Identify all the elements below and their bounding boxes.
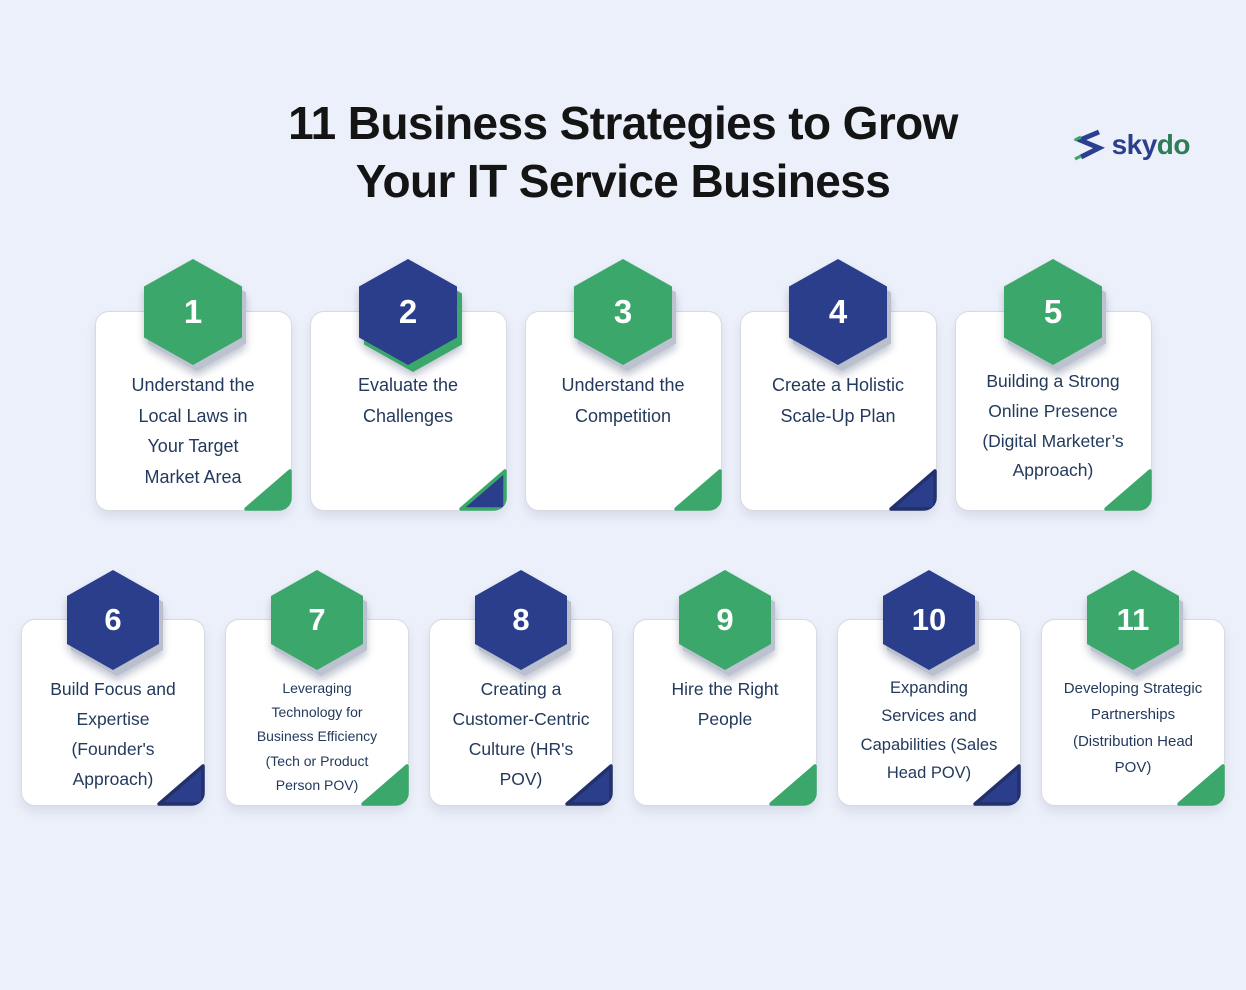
strategy-title: Evaluate the Challenges <box>357 375 459 426</box>
strategy-card-2: 2 Evaluate the Challenges <box>309 259 507 511</box>
strategy-card-9: 9 Hire the Right People <box>633 570 817 806</box>
folded-corner-icon <box>673 469 722 511</box>
strategy-card-1: 1 Understand the Local Laws in Your Targ… <box>94 259 292 511</box>
strategy-card-7: 7 Leveraging Technology for Business Eff… <box>225 570 409 806</box>
logo-wordmark: skydo <box>1111 129 1191 160</box>
number-badge: 1 <box>144 259 246 371</box>
skydo-logo: skydo <box>1073 128 1191 162</box>
strategy-title: Hire the Right People <box>671 679 779 730</box>
number-badge: 9 <box>679 570 775 676</box>
folded-corner-icon <box>769 764 817 806</box>
number-badge: 6 <box>67 570 163 676</box>
number-badge: 5 <box>1004 259 1106 371</box>
number-badge: 4 <box>789 259 891 371</box>
folded-corner-icon <box>888 469 937 511</box>
strategy-title: Create a Holistic Scale-Up Plan <box>771 375 905 426</box>
strategy-card-10: 10 Expanding Services and Capabilities (… <box>837 570 1021 806</box>
strategy-row-2: 6 Build Focus and Expertise (Founder's A… <box>0 569 1246 806</box>
strategy-title: Developing Strategic Partnerships (Distr… <box>1063 680 1203 776</box>
number-badge: 11 <box>1087 570 1183 676</box>
strategy-row-1: 1 Understand the Local Laws in Your Targ… <box>0 258 1246 511</box>
strategy-title: Understand the Competition <box>561 375 685 426</box>
strategy-card-4: 4 Create a Holistic Scale-Up Plan <box>739 259 937 511</box>
strategy-title: Leveraging Technology for Business Effic… <box>256 680 378 793</box>
strategy-card-6: 6 Build Focus and Expertise (Founder's A… <box>21 570 205 806</box>
strategy-title: Build Focus and Expertise (Founder's App… <box>50 679 176 790</box>
number-badge: 10 <box>883 570 979 676</box>
strategy-card-5: 5 Building a Strong Online Presence (Dig… <box>954 259 1152 511</box>
skydo-s-icon <box>1073 129 1105 161</box>
strategy-title: Creating a Customer-Centric Culture (HR'… <box>452 679 590 790</box>
strategy-title: Understand the Local Laws in Your Target… <box>131 375 255 487</box>
number-badge: 7 <box>271 570 367 676</box>
strategy-card-11: 11 Developing Strategic Partnerships (Di… <box>1041 570 1225 806</box>
logo-text-sky: sky <box>1111 129 1158 160</box>
logo-text-do: do <box>1156 129 1191 160</box>
strategy-card-8: 8 Creating a Customer-Centric Culture (H… <box>429 570 613 806</box>
number-badge: 3 <box>574 259 676 371</box>
strategy-title: Building a Strong Online Presence (Digit… <box>982 371 1124 481</box>
folded-corner-icon <box>458 469 507 511</box>
infographic-page: skydo 11 Business Strategies to Grow You… <box>0 94 1246 990</box>
number-badge: 2 <box>359 259 462 372</box>
page-title: 11 Business Strategies to Grow Your IT S… <box>288 97 958 207</box>
number-badge: 8 <box>475 570 571 676</box>
strategy-title: Expanding Services and Capabilities (Sal… <box>860 679 998 783</box>
strategy-card-3: 3 Understand the Competition <box>524 259 722 511</box>
